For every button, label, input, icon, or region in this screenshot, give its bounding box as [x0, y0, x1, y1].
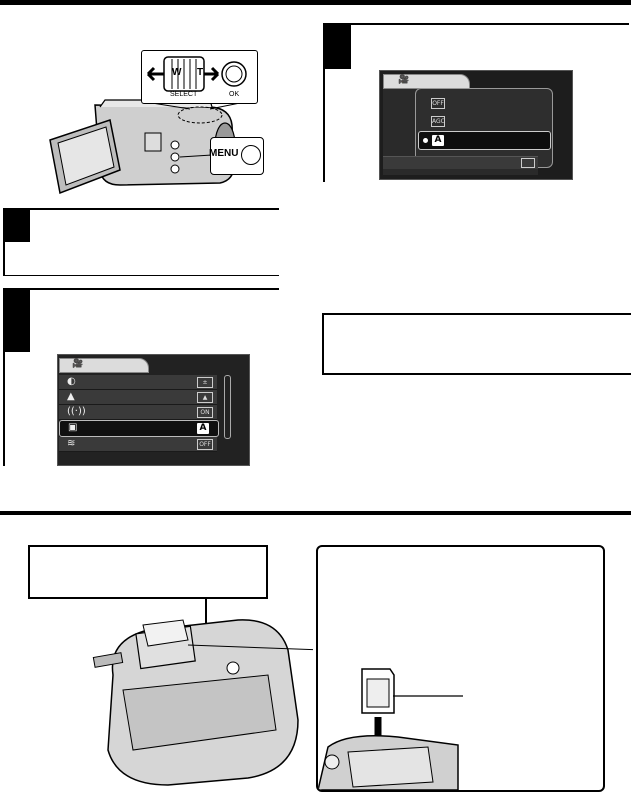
stabilizer-icon: ((·)): [67, 406, 86, 417]
sd-card-insertion-icon: [318, 668, 463, 790]
step1-rule: [3, 208, 279, 210]
menu-button-label: MENU: [209, 148, 239, 159]
wind-value: OFF: [197, 439, 213, 450]
callout-label-box: [28, 545, 268, 599]
step2-rule: [3, 288, 279, 290]
menu-row-scene[interactable]: ▲ ▲: [59, 390, 217, 405]
step3-rule: [323, 23, 629, 25]
menu-button-callout: MENU: [209, 137, 264, 175]
video-mode-icon: 🎥: [72, 359, 84, 369]
sub-menu-screen: 🎥 OFF AGC A: [379, 70, 573, 180]
option-auto-label: A: [432, 135, 444, 146]
bottom-bar: [383, 156, 538, 169]
brightness-icon: ◐: [67, 376, 76, 387]
sub-menu-tab: 🎥: [383, 74, 470, 89]
camcorder-open-slot-icon: [92, 619, 324, 786]
step2-left-line: [3, 290, 5, 466]
scene-value-icon: ▲: [197, 392, 213, 403]
bottom-bar-value-icon: [521, 158, 535, 168]
step1-marker: [3, 210, 30, 242]
option-agc-label: AGC: [431, 116, 445, 127]
step1-bottom-rule: [3, 275, 279, 276]
option-popup: OFF AGC A: [415, 88, 553, 168]
wind-icon: ≋: [67, 438, 76, 449]
menu-button-icon: [241, 145, 261, 165]
main-menu-screen: 🎥 ◐ ± ▲ ▲ ((·)) ON ▣ A ≋ OFF: [57, 354, 250, 466]
menu-row-stabilizer[interactable]: ((·)) ON: [59, 405, 217, 420]
step2-marker: [3, 290, 30, 352]
sd-detail-box: [316, 545, 605, 792]
option-off[interactable]: OFF: [431, 96, 541, 110]
control-box: W T SELECT OK: [141, 50, 258, 104]
section-divider: [0, 511, 631, 515]
note-box: [322, 313, 631, 375]
ok-label: OK: [229, 91, 240, 98]
gain-value-icon: A: [197, 423, 209, 434]
callout-leader-line: [205, 597, 207, 635]
menu-row-wind[interactable]: ≋ OFF: [59, 437, 217, 452]
option-auto[interactable]: A: [418, 131, 551, 150]
select-label: SELECT: [170, 91, 198, 98]
zoom-t-label: T: [197, 67, 204, 78]
zoom-w-label: W: [172, 67, 182, 78]
option-agc[interactable]: AGC: [431, 114, 541, 128]
scene-icon: ▲: [67, 391, 75, 402]
menu-scrollbar[interactable]: [224, 375, 231, 439]
menu-row-brightness[interactable]: ◐ ±: [59, 375, 217, 390]
exposure-value-icon: ±: [197, 377, 213, 388]
menu-row-gain[interactable]: ▣ A: [59, 420, 219, 437]
stabilizer-value: ON: [197, 407, 213, 418]
zoom-lever-icon: [146, 56, 247, 92]
top-rule: [0, 0, 631, 5]
camera-top-illustration: [88, 600, 324, 790]
step3-left-line: [323, 25, 325, 182]
gain-icon: ▣: [68, 422, 78, 433]
step1-left-line: [3, 210, 5, 276]
sub-video-mode-icon: 🎥: [398, 75, 410, 85]
option-off-label: OFF: [431, 98, 445, 109]
menu-tab: 🎥: [59, 358, 149, 373]
selected-dot-icon: [423, 138, 428, 143]
step3-marker: [323, 25, 351, 69]
